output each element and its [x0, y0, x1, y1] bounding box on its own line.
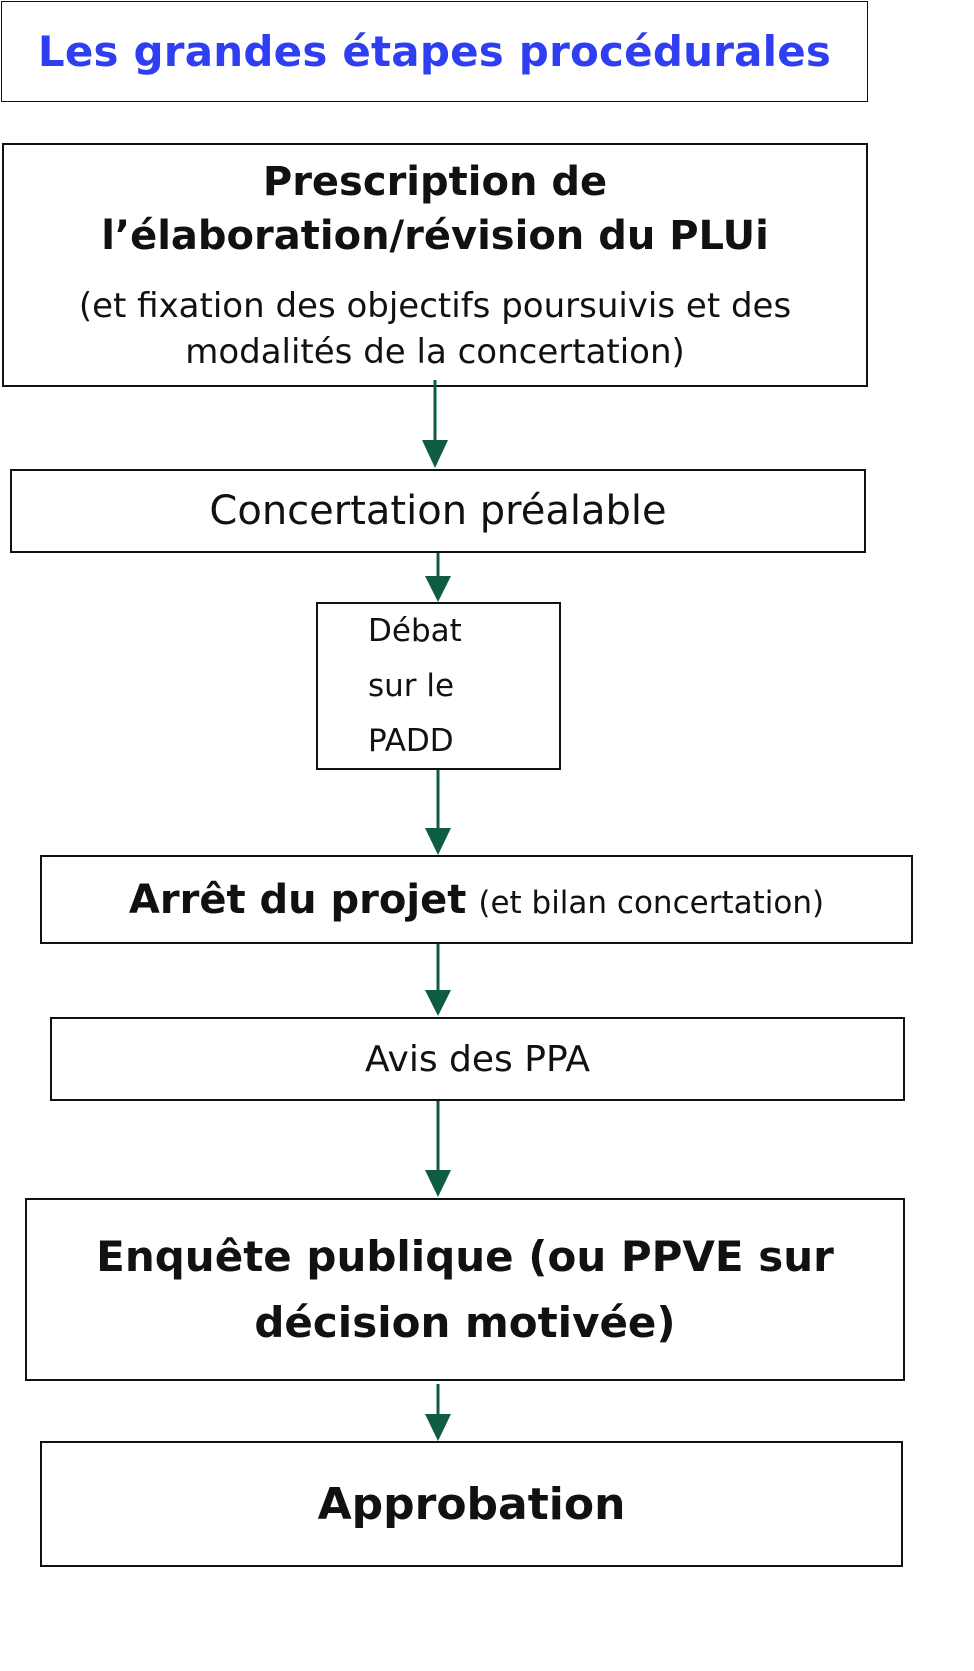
step-avis-label: Avis des PPA — [365, 1038, 590, 1080]
arrow-5-head — [425, 1170, 451, 1197]
arrow-4-head — [425, 990, 451, 1016]
step-concertation-label: Concertation préalable — [209, 488, 667, 534]
step-enquete: Enquête publique (ou PPVE sur décision m… — [25, 1198, 905, 1381]
step-arret: Arrêt du projet (et bilan concertation) — [40, 855, 913, 944]
arrow-1-head — [422, 440, 448, 468]
step-approbation: Approbation — [40, 1441, 903, 1567]
step-approbation-label: Approbation — [317, 1478, 626, 1530]
step-enquete-label: Enquête publique (ou PPVE sur décision m… — [96, 1231, 834, 1347]
arrow-2-head — [425, 576, 451, 602]
step-concertation: Concertation préalable — [10, 469, 866, 553]
step-prescription-title: Prescription de l’élaboration/révision d… — [101, 159, 769, 259]
step-debat-label: Débat sur le PADD — [368, 612, 462, 759]
step-debat-padd: Débat sur le PADD — [316, 602, 561, 770]
step-prescription-subtitle: (et fixation des objectifs poursuivis et… — [78, 286, 792, 372]
title-box: Les grandes étapes procédurales — [1, 1, 868, 102]
arrow-3-head — [425, 828, 451, 855]
step-arret-title: Arrêt du projet — [128, 876, 467, 923]
step-avis-ppa: Avis des PPA — [50, 1017, 905, 1101]
step-arret-subtitle: (et bilan concertation) — [478, 884, 825, 921]
diagram-title: Les grandes étapes procédurales — [37, 27, 832, 76]
arrow-6-head — [425, 1414, 451, 1441]
